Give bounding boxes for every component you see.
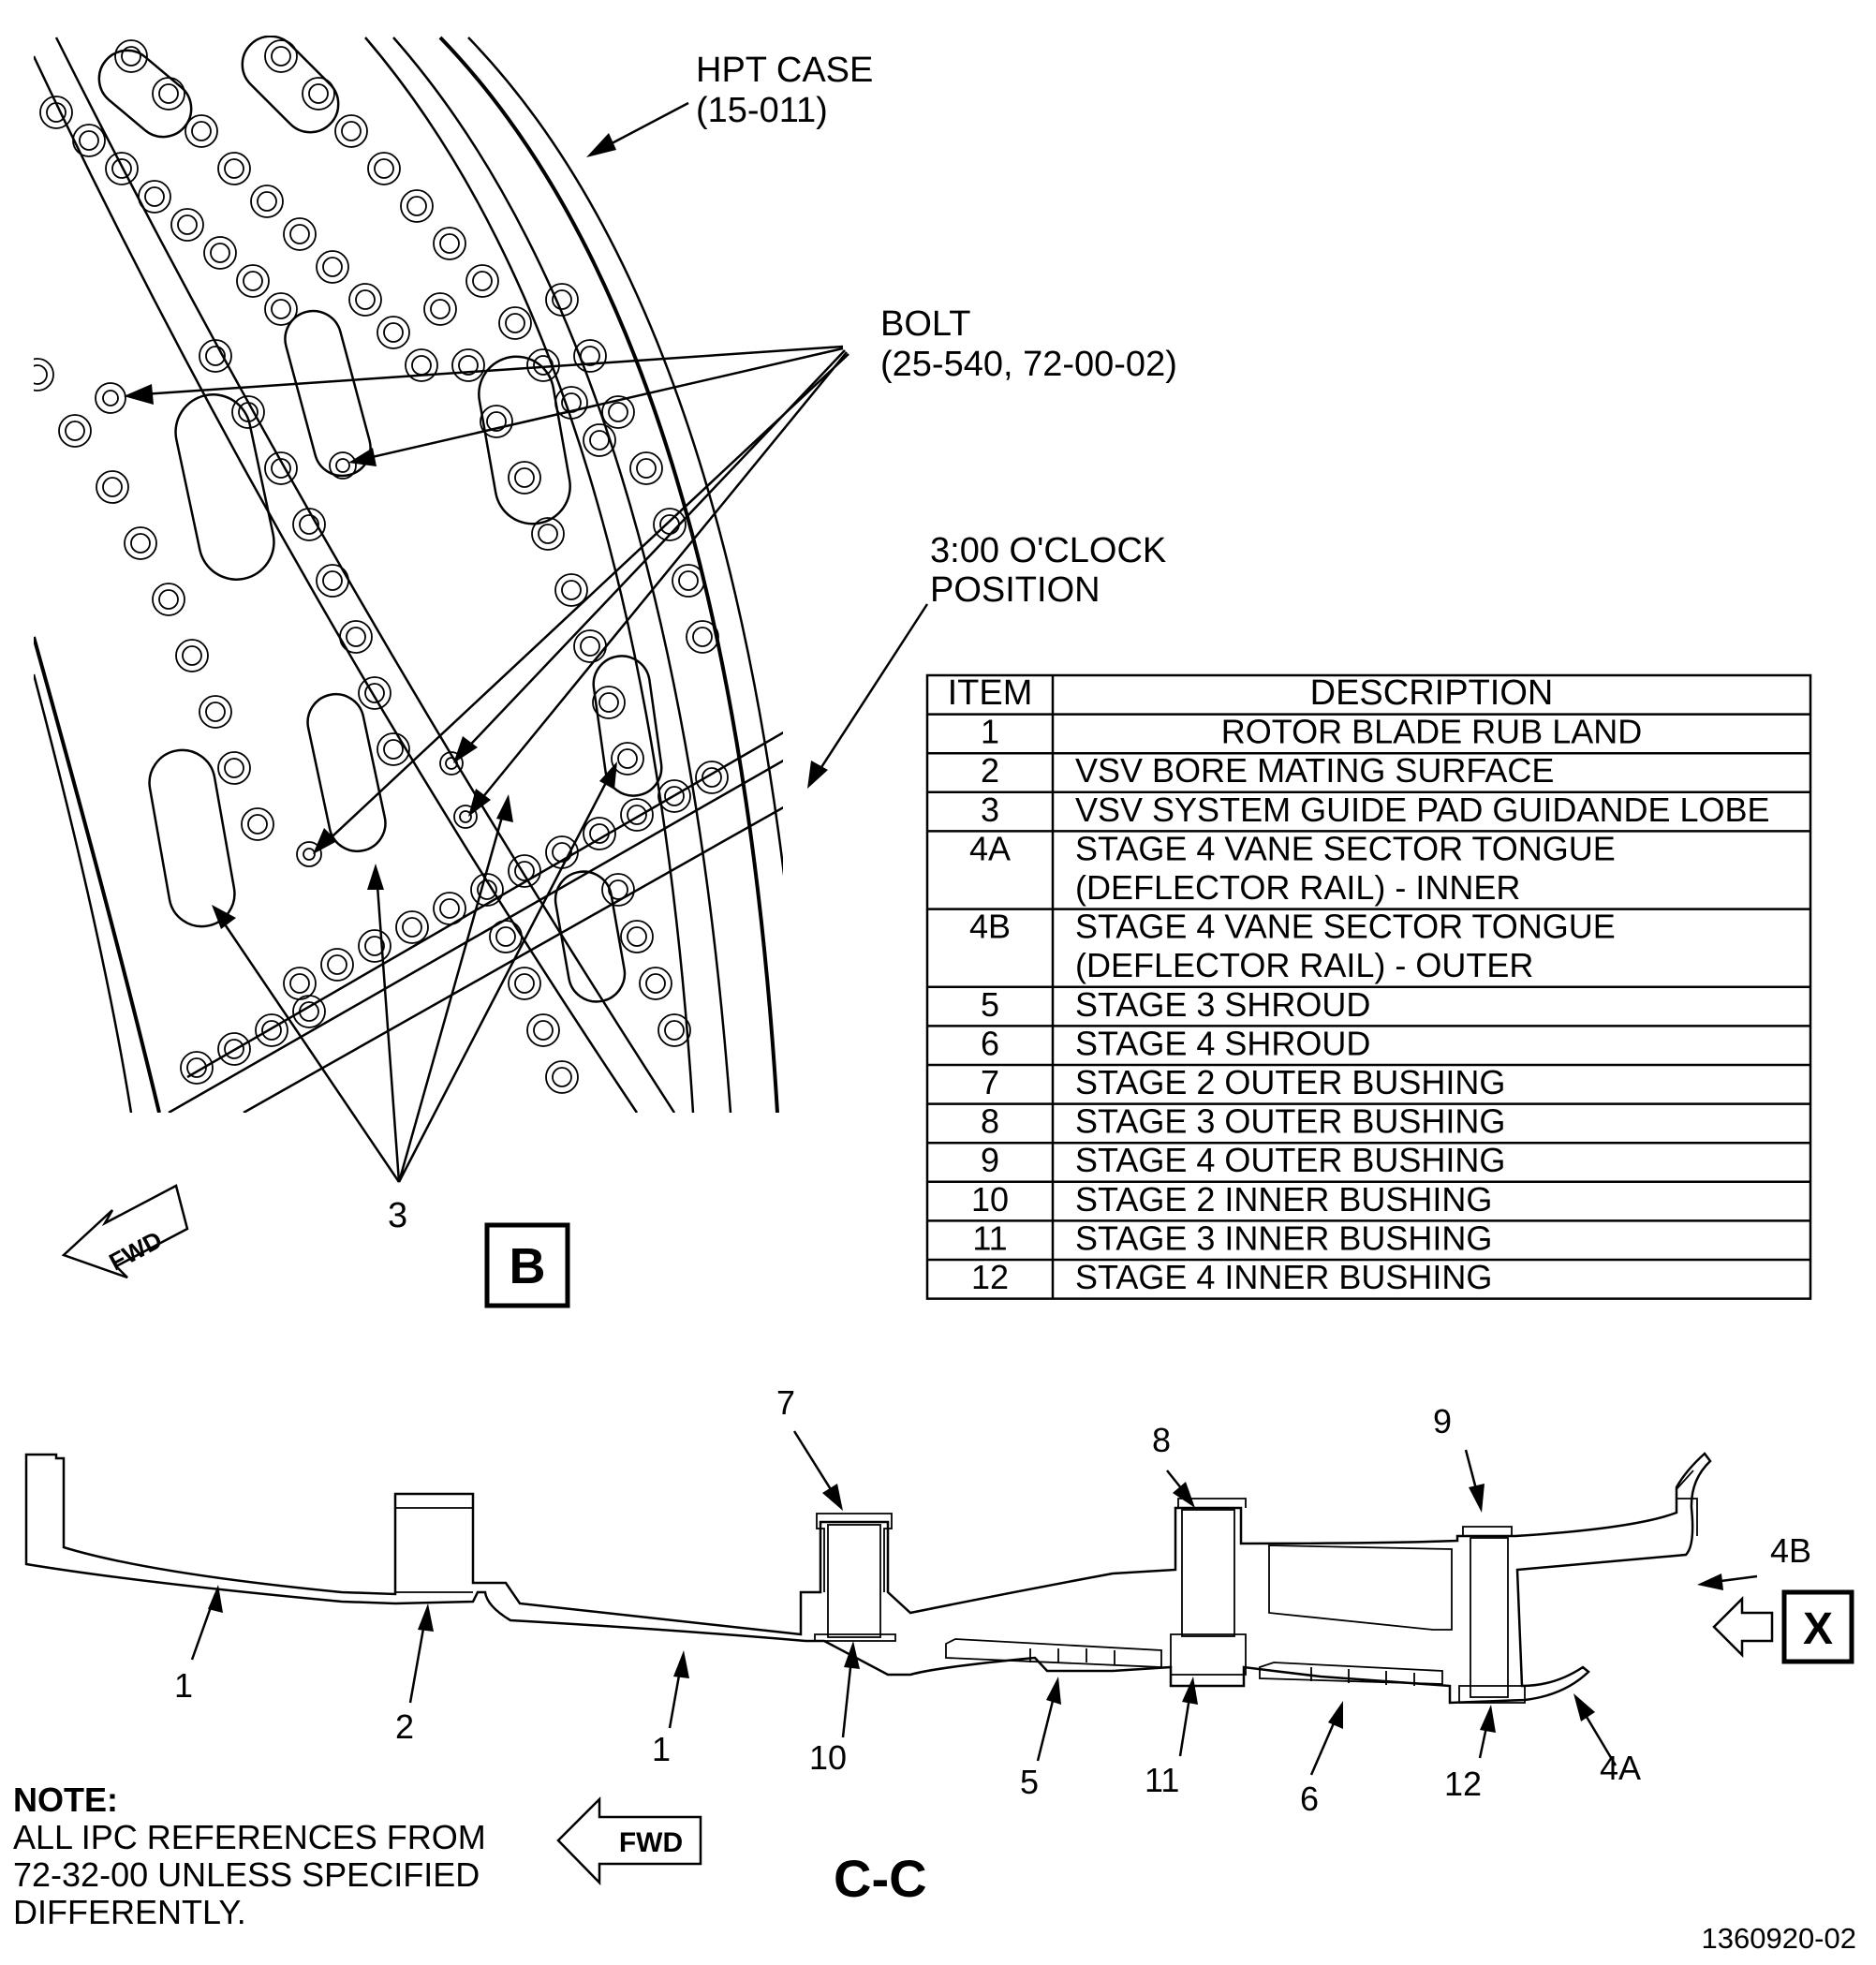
note-line-1: ALL IPC REFERENCES FROM	[13, 1818, 486, 1856]
section-cc-profile	[24, 1452, 1712, 1705]
cc-label-1a: 1	[174, 1666, 193, 1705]
callout-clock-line2: POSITION	[930, 570, 1100, 610]
callout-item-3: 3	[388, 1196, 407, 1235]
callout-hpt-case-line2: (15-011)	[696, 91, 828, 130]
table-cell-item: 9	[981, 1141, 999, 1179]
callout-bolt-line2: (25-540, 72-00-02)	[880, 345, 1177, 384]
table-cell-item: 4A	[969, 829, 1011, 867]
callout-bolt-line1: BOLT	[880, 304, 970, 344]
table-cell-description: STAGE 3 INNER BUSHING	[1075, 1219, 1492, 1257]
table-cell-description: STAGE 4 VANE SECTOR TONGUE	[1075, 908, 1616, 946]
table-cell-item: 4B	[969, 908, 1011, 946]
figure-number: 1360920-02	[1702, 1922, 1857, 1955]
table-cell-item: 10	[971, 1180, 1009, 1219]
cc-label-4a: 4A	[1600, 1749, 1641, 1787]
table-cell-description: STAGE 2 INNER BUSHING	[1075, 1180, 1492, 1219]
table-cell-item: 7	[981, 1063, 999, 1101]
note-line-3: DIFFERENTLY.	[13, 1893, 246, 1931]
table-cell-item: 1	[981, 713, 999, 751]
cc-label-5: 5	[1020, 1763, 1039, 1801]
table-cell-item: 3	[981, 790, 999, 829]
section-cc-leaders	[190, 1430, 1758, 1776]
table-cell-description: STAGE 3 SHROUD	[1075, 985, 1370, 1024]
table-header-description: DESCRIPTION	[1310, 673, 1554, 713]
table-cell-description: STAGE 3 OUTER BUSHING	[1075, 1102, 1505, 1141]
table-cell-description: STAGE 2 OUTER BUSHING	[1075, 1063, 1505, 1101]
table-cell-item: 6	[981, 1024, 999, 1062]
table-cell-item: 12	[971, 1258, 1009, 1296]
fwd-arrow-view-b: FWD	[61, 1184, 189, 1279]
table-cell-description: (DEFLECTOR RAIL) - INNER	[1075, 868, 1520, 907]
callout-clock-line1: 3:00 O'CLOCK	[930, 531, 1166, 570]
table-cell-item: 2	[981, 751, 999, 790]
table-cell-description: VSV SYSTEM GUIDE PAD GUIDANDE LOBE	[1075, 790, 1770, 829]
table-header-item: ITEM	[948, 673, 1033, 713]
table-cell-description: (DEFLECTOR RAIL) - OUTER	[1075, 946, 1533, 984]
view-b-leaders	[124, 101, 929, 1183]
table-cell-description: ROTOR BLADE RUB LAND	[1221, 713, 1642, 751]
fwd-arrow-section-cc: FWD	[556, 1795, 702, 1886]
view-letter-x: X	[1803, 1604, 1833, 1654]
bolt-heads	[95, 382, 478, 867]
view-letter-b: B	[510, 1238, 546, 1294]
cc-label-2: 2	[395, 1707, 414, 1746]
table-cell-description: STAGE 4 VANE SECTOR TONGUE	[1075, 829, 1616, 867]
section-title-cc: C-C	[834, 1849, 927, 1908]
cc-label-6: 6	[1300, 1780, 1319, 1818]
cc-label-8: 8	[1152, 1421, 1171, 1459]
view-b-identifier: B	[484, 1222, 570, 1308]
table-cell-description: STAGE 4 OUTER BUSHING	[1075, 1141, 1505, 1179]
cc-label-4b: 4B	[1770, 1531, 1811, 1570]
note-line-2: 72-32-00 UNLESS SPECIFIED	[13, 1855, 480, 1894]
table-cell-item: 11	[972, 1219, 1007, 1257]
table-cell-description: STAGE 4 SHROUD	[1075, 1024, 1370, 1062]
cc-label-10: 10	[809, 1738, 847, 1777]
table-cell-item: 8	[981, 1102, 999, 1141]
callout-hpt-case-line1: HPT CASE	[696, 51, 873, 90]
view-b-artwork: HPT CASE (15-011) BOLT (25-540, 72-00-02…	[34, 36, 1177, 1308]
view-arrow-x: X	[1712, 1589, 1854, 1664]
table-cell-description: VSV BORE MATING SURFACE	[1075, 751, 1554, 790]
fwd-label-section-cc: FWD	[619, 1827, 683, 1858]
cc-label-9: 9	[1433, 1402, 1452, 1441]
table-cell-description: STAGE 4 INNER BUSHING	[1075, 1258, 1492, 1296]
note-heading: NOTE:	[13, 1780, 118, 1819]
cc-label-11: 11	[1145, 1761, 1179, 1799]
cc-label-7: 7	[776, 1383, 795, 1422]
cc-label-12: 12	[1444, 1765, 1482, 1803]
cc-label-1b: 1	[652, 1730, 671, 1768]
table-cell-item: 5	[981, 985, 999, 1024]
